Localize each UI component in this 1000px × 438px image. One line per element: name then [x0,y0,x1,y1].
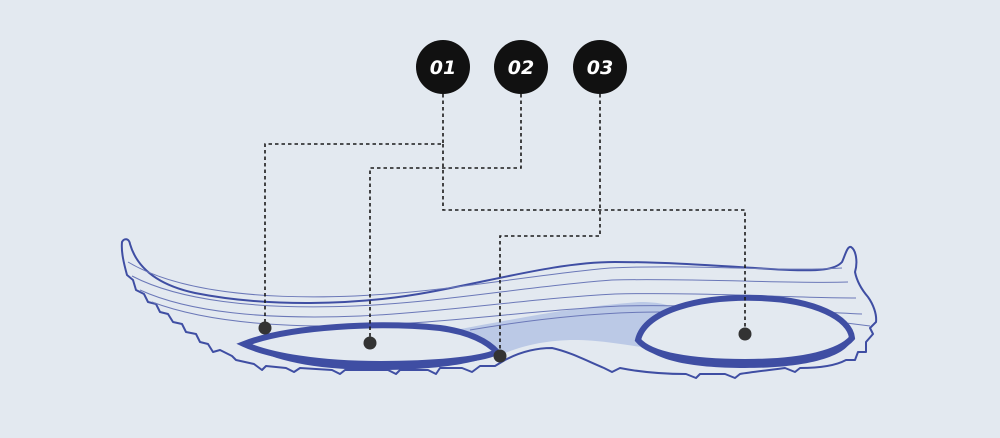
sole-outline [120,238,878,379]
rear-pod-base [250,346,497,370]
front-pod-base [638,338,852,368]
layer-line-2 [131,275,849,308]
callout-badge-03: 03 [573,40,627,94]
callout-badge-01: 01 [416,40,470,94]
target-dots [258,321,752,363]
callout-label-03: 03 [587,57,613,79]
leader-lines [264,94,746,356]
callout-badge-02: 02 [494,40,548,94]
target-dot-01-rear [258,321,272,335]
target-dot-01-front [738,327,752,341]
sole [120,238,878,379]
midsole-insert [455,302,680,353]
callout-label-01: 01 [430,57,456,79]
leader-03 [499,94,601,356]
callout-label-02: 02 [508,57,534,79]
layer-line-1 [127,261,843,298]
target-dot-03 [493,349,507,363]
leader-01-b [442,144,746,334]
target-dot-02 [363,336,377,350]
badge-circle [494,40,548,94]
leader-01-a [264,94,444,328]
leader-02 [369,94,522,343]
badge-circle [416,40,470,94]
badge-circle [573,40,627,94]
